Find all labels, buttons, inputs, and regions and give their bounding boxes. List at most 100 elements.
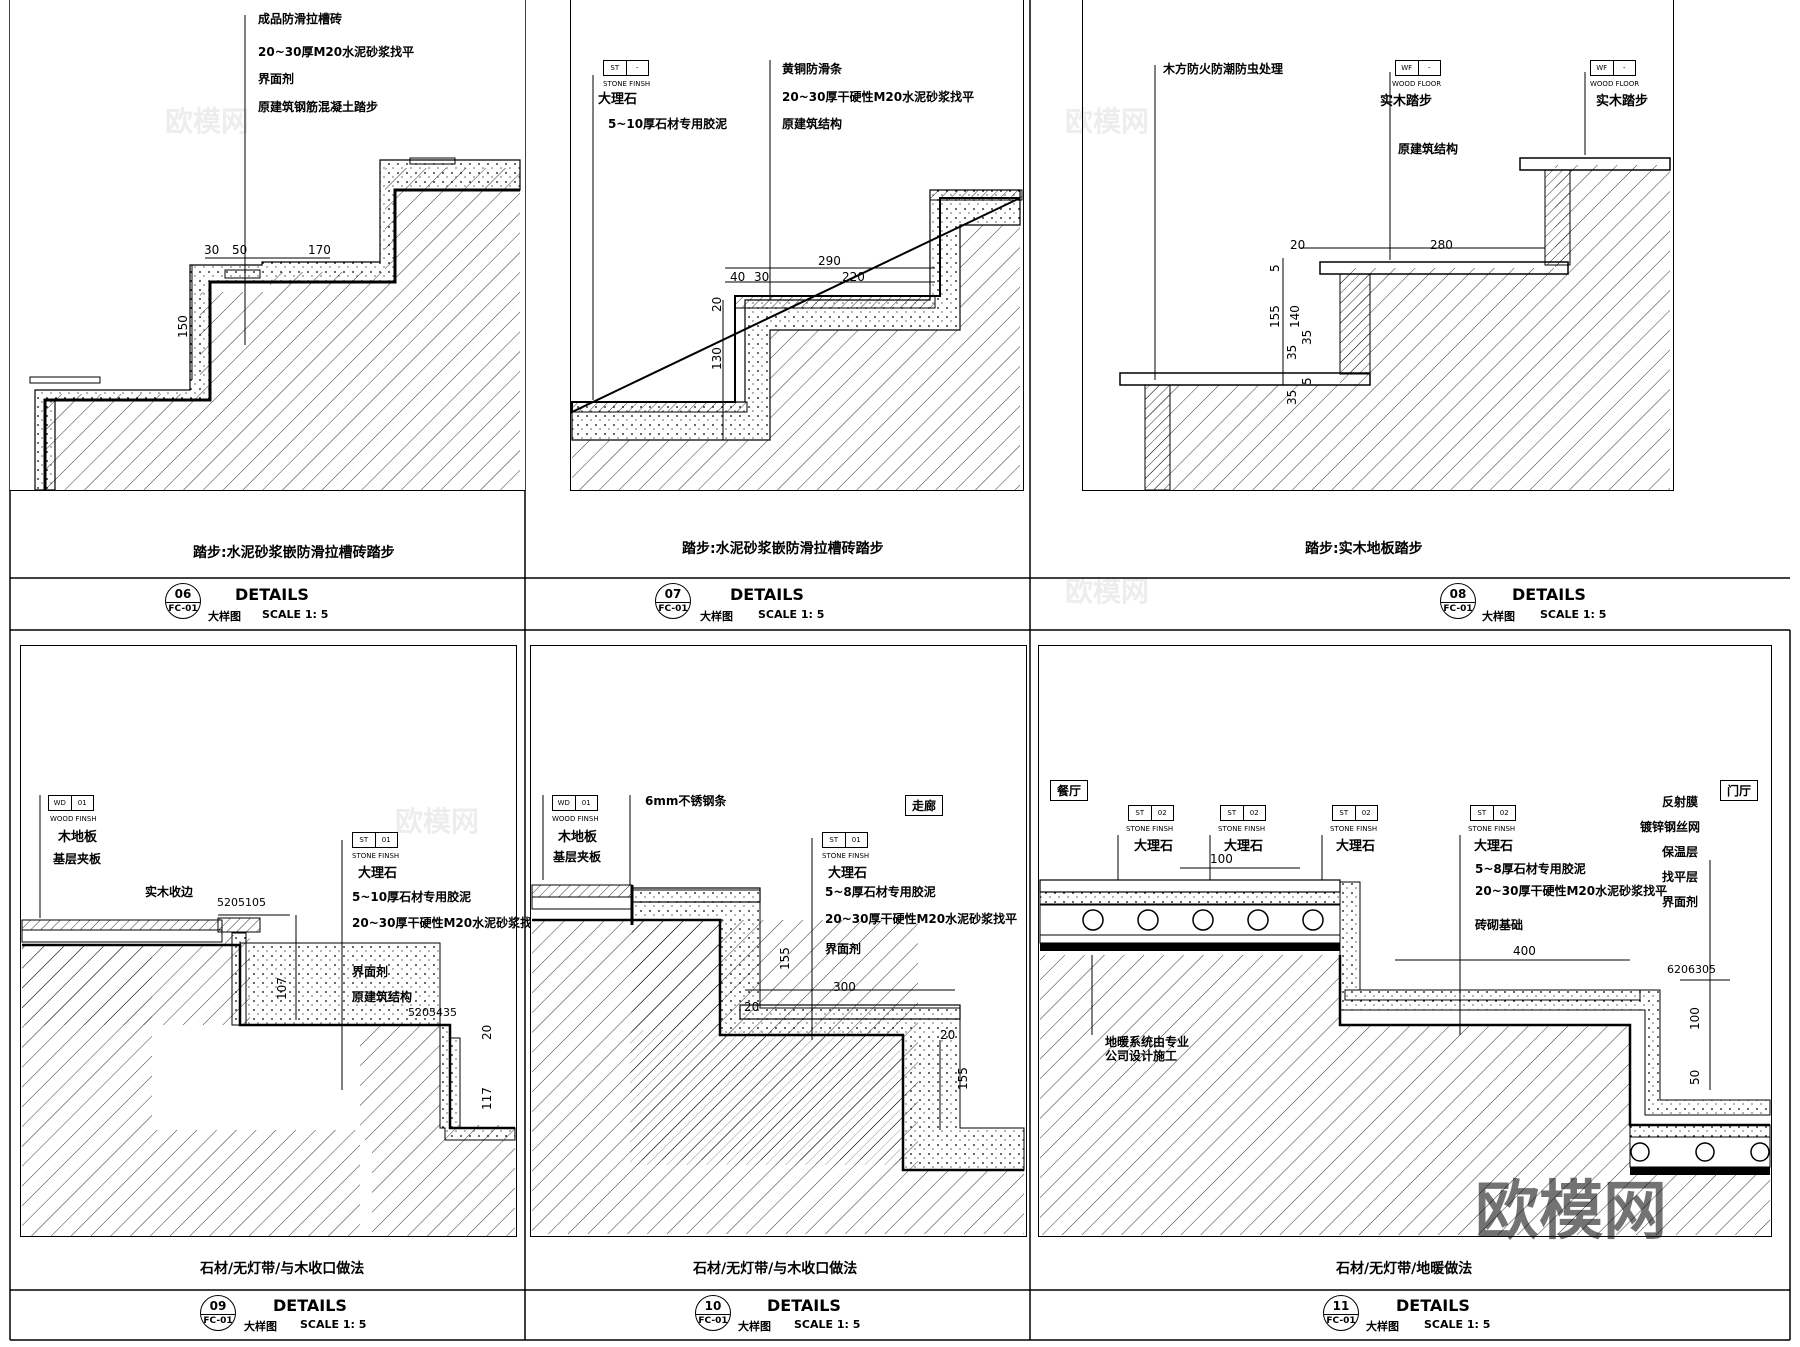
sub-cn-07: 大样图 xyxy=(700,610,733,623)
dim-07-1: 290 xyxy=(818,254,841,268)
dim-07-3: 30 xyxy=(754,270,770,284)
callout-08-1: 木方防火防潮防虫处理 xyxy=(1163,62,1284,76)
dim-06-3: 170 xyxy=(308,243,331,257)
scale-10: SCALE 1: 5 xyxy=(794,1318,861,1331)
watermark-1: 欧模网 xyxy=(165,105,250,138)
scale-07: SCALE 1: 5 xyxy=(758,608,825,621)
caption-10: 石材/无灯带/与木收口做法 xyxy=(693,1261,858,1277)
callout-06-3: 界面剂 xyxy=(258,72,295,86)
dim-10-5: 20 xyxy=(744,1000,760,1014)
dim-11-5: 50 xyxy=(1688,1069,1702,1085)
sub-cn-10: 大样图 xyxy=(738,1320,771,1333)
scale-08: SCALE 1: 5 xyxy=(1540,608,1607,621)
material-tag-08-1: WF- xyxy=(1395,60,1441,76)
stair-section-06 xyxy=(29,15,521,491)
dim-09-1: 5205105 xyxy=(217,896,266,909)
caption-06: 踏步:水泥砂浆嵌防滑拉槽砖踏步 xyxy=(193,545,395,561)
watermark-2: 欧模网 xyxy=(1065,105,1150,138)
dim-07-2: 40 xyxy=(730,270,746,284)
dim-09-3: 5205435 xyxy=(408,1006,457,1019)
callout-09-3: 5~10厚石材专用胶泥 xyxy=(352,890,472,904)
material-tag-08-2: WF- xyxy=(1590,60,1636,76)
callout-10-3: 5~8厚石材专用胶泥 xyxy=(825,885,936,899)
tag-name-07: 大理石 xyxy=(598,92,638,107)
callout-11-1: 5~8厚石材专用胶泥 xyxy=(1475,862,1586,876)
callout-07-4: 5~10厚石材专用胶泥 xyxy=(608,117,728,131)
callout-10-2: 6mm不锈钢条 xyxy=(645,794,727,808)
callout-06-1: 成品防滑拉槽砖 xyxy=(258,12,343,26)
watermark-3: 欧模网 xyxy=(1065,575,1150,608)
tag-finish-08-1: WOOD FLOOR xyxy=(1392,80,1442,88)
material-tag-07: ST- xyxy=(603,60,649,76)
layer-11-4: 找平层 xyxy=(1662,870,1699,884)
callout-07-1: 黄铜防滑条 xyxy=(782,62,843,76)
callout-09-1: 基层夹板 xyxy=(53,852,102,866)
callout-11-2: 20~30厚干硬性M20水泥砂浆找平 xyxy=(1475,884,1668,898)
callout-09-4: 20~30厚干硬性M20水泥砂浆找平 xyxy=(352,916,545,930)
callout-08-2: 原建筑结构 xyxy=(1398,142,1459,156)
details-title-08: DETAILS xyxy=(1512,585,1586,604)
tag-name-11-3: 大理石 xyxy=(1336,839,1376,854)
layer-11-1: 反射膜 xyxy=(1662,795,1699,809)
dim-08-2: 280 xyxy=(1430,238,1453,252)
tag-finish-11-1: STONE FINSH xyxy=(1126,825,1174,833)
callout-06-2: 20~30厚M20水泥砂浆找平 xyxy=(258,45,415,59)
location-tag-foyer: 门厅 xyxy=(1720,780,1759,801)
sub-cn-11: 大样图 xyxy=(1366,1320,1399,1333)
dim-10-3: 20 xyxy=(940,1028,956,1042)
tag-finish-10-2: STONE FINSH xyxy=(822,852,870,860)
callout-06-4: 原建筑钢筋混凝土踏步 xyxy=(258,100,379,114)
callout-10-1: 基层夹板 xyxy=(553,850,602,864)
callout-10-5: 界面剂 xyxy=(825,942,862,956)
callout-11-3: 砖砌基础 xyxy=(1475,918,1524,932)
dim-06-1: 30 xyxy=(204,243,220,257)
dim-06-2: 50 xyxy=(232,243,248,257)
caption-11: 石材/无灯带/地暖做法 xyxy=(1336,1261,1473,1277)
tag-name-09-1: 木地板 xyxy=(58,830,98,845)
details-title-07: DETAILS xyxy=(730,585,804,604)
tag-finish-11-2: STONE FINSH xyxy=(1218,825,1266,833)
tag-name-10-2: 大理石 xyxy=(828,866,868,881)
dim-10-2: 300 xyxy=(833,980,856,994)
dim-07-4: 220 xyxy=(842,270,865,284)
dim-11-2: 400 xyxy=(1513,944,1536,958)
tag-finish-10-1: WOOD FINSH xyxy=(552,815,599,823)
details-title-06: DETAILS xyxy=(235,585,309,604)
details-title-09: DETAILS xyxy=(273,1296,347,1315)
callout-09-2: 实木收边 xyxy=(145,885,194,899)
callout-09-6: 原建筑结构 xyxy=(352,990,413,1004)
tag-finish-11-3: STONE FINSH xyxy=(1330,825,1378,833)
tag-finish-09-2: STONE FINSH xyxy=(352,852,400,860)
callout-09-5: 界面剂 xyxy=(352,965,389,979)
layer-11-3: 保温层 xyxy=(1662,845,1699,859)
stair-section-08 xyxy=(1119,65,1671,491)
sub-cn-08: 大样图 xyxy=(1482,610,1515,623)
location-tag-corridor: 走廊 xyxy=(905,795,944,816)
tag-finish-07: STONE FINSH xyxy=(603,80,651,88)
tag-finish-08-2: WOOD FLOOR xyxy=(1590,80,1640,88)
tag-name-09-2: 大理石 xyxy=(358,866,398,881)
scale-11: SCALE 1: 5 xyxy=(1424,1318,1491,1331)
tag-finish-11-4: STONE FINSH xyxy=(1468,825,1516,833)
details-title-11: DETAILS xyxy=(1396,1296,1470,1315)
watermark-4: 欧模网 xyxy=(395,805,480,838)
caption-08: 踏步:实木地板踏步 xyxy=(1305,541,1423,557)
tag-name-08-1: 实木踏步 xyxy=(1380,94,1433,109)
callout-07-2: 20~30厚干硬性M20水泥砂浆找平 xyxy=(782,90,975,104)
callout-11-4: 地暖系统由专业公司设计施工 xyxy=(1105,1035,1190,1063)
tag-name-11-2: 大理石 xyxy=(1224,839,1264,854)
sub-cn-09: 大样图 xyxy=(244,1320,277,1333)
